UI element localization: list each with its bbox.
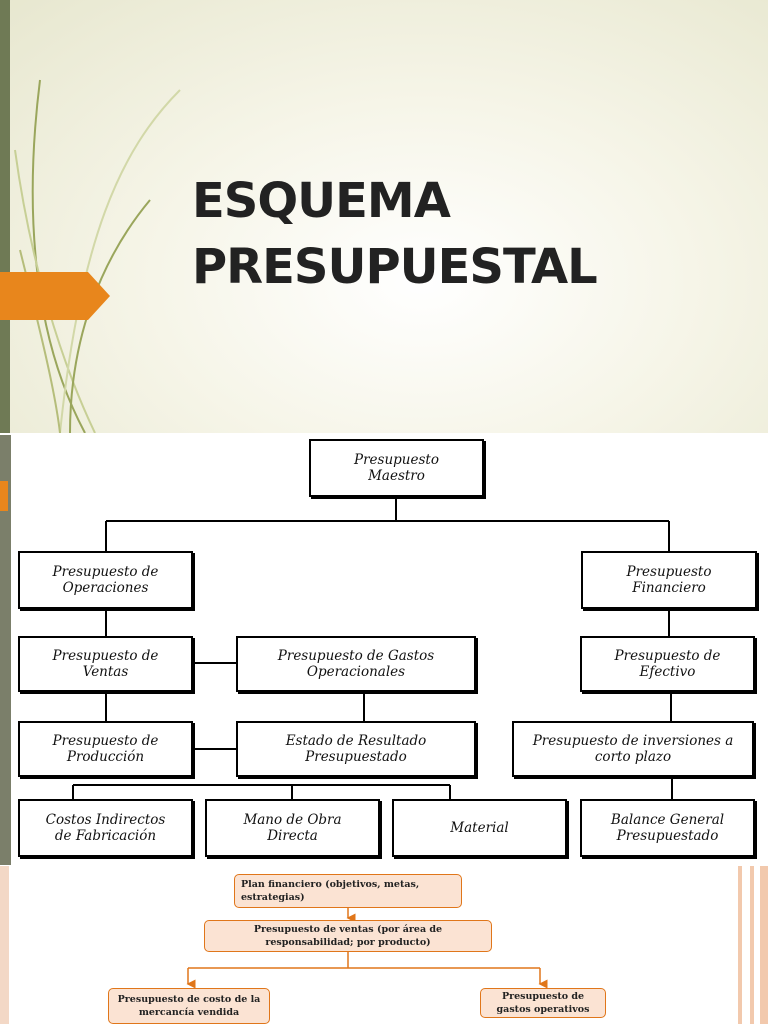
node-gastos-operacionales: Presupuesto de Gastos Operacionales — [236, 636, 476, 692]
node-presupuesto-maestro: Presupuesto Maestro — [309, 439, 484, 497]
node-presupuesto-produccion: Presupuesto de Producción — [18, 721, 193, 777]
right-stripes-decoration — [734, 866, 768, 1024]
slide-title: ESQUEMA PRESUPUESTAL — [192, 173, 598, 295]
node-presupuesto-ventas: Presupuesto de Ventas — [18, 636, 193, 692]
node-mano-obra: Mano de Obra Directa — [205, 799, 380, 857]
left-accent-bar — [0, 0, 10, 433]
title-slide: ESQUEMA PRESUPUESTAL — [0, 0, 768, 433]
node-material: Material — [392, 799, 567, 857]
left-accent-bar — [0, 866, 9, 1024]
decorative-grass-curves — [14, 79, 181, 433]
box-presupuesto-ventas: Presupuesto de ventas (por área de respo… — [204, 920, 492, 952]
diagram-connectors — [72, 497, 673, 799]
box-gastos-operativos: Presupuesto de gastos operativos — [480, 988, 606, 1018]
box-plan-financiero: Plan financiero (objetivos, metas, estra… — [234, 874, 462, 908]
financial-plan-slide: Plan financiero (objetivos, metas, estra… — [0, 866, 768, 1024]
orange-tab — [0, 481, 8, 511]
node-estado-resultado: Estado de Resultado Presupuestado — [236, 721, 476, 777]
node-balance-general: Balance General Presupuestado — [580, 799, 755, 857]
budget-diagram-slide: Presupuesto Maestro Presupuesto de Opera… — [0, 435, 768, 865]
node-presupuesto-efectivo: Presupuesto de Efectivo — [580, 636, 755, 692]
node-presupuesto-inversiones: Presupuesto de inversiones a corto plazo — [512, 721, 754, 777]
node-presupuesto-operaciones: Presupuesto de Operaciones — [18, 551, 193, 609]
left-accent-bar — [0, 435, 11, 865]
box-costo-mercancia: Presupuesto de costo de la mercancía ven… — [108, 988, 270, 1024]
orange-arrow-tab — [0, 272, 110, 320]
node-costos-indirectos: Costos Indirectos de Fabricación — [18, 799, 193, 857]
flow-connectors — [186, 907, 548, 989]
node-presupuesto-financiero: Presupuesto Financiero — [581, 551, 757, 609]
